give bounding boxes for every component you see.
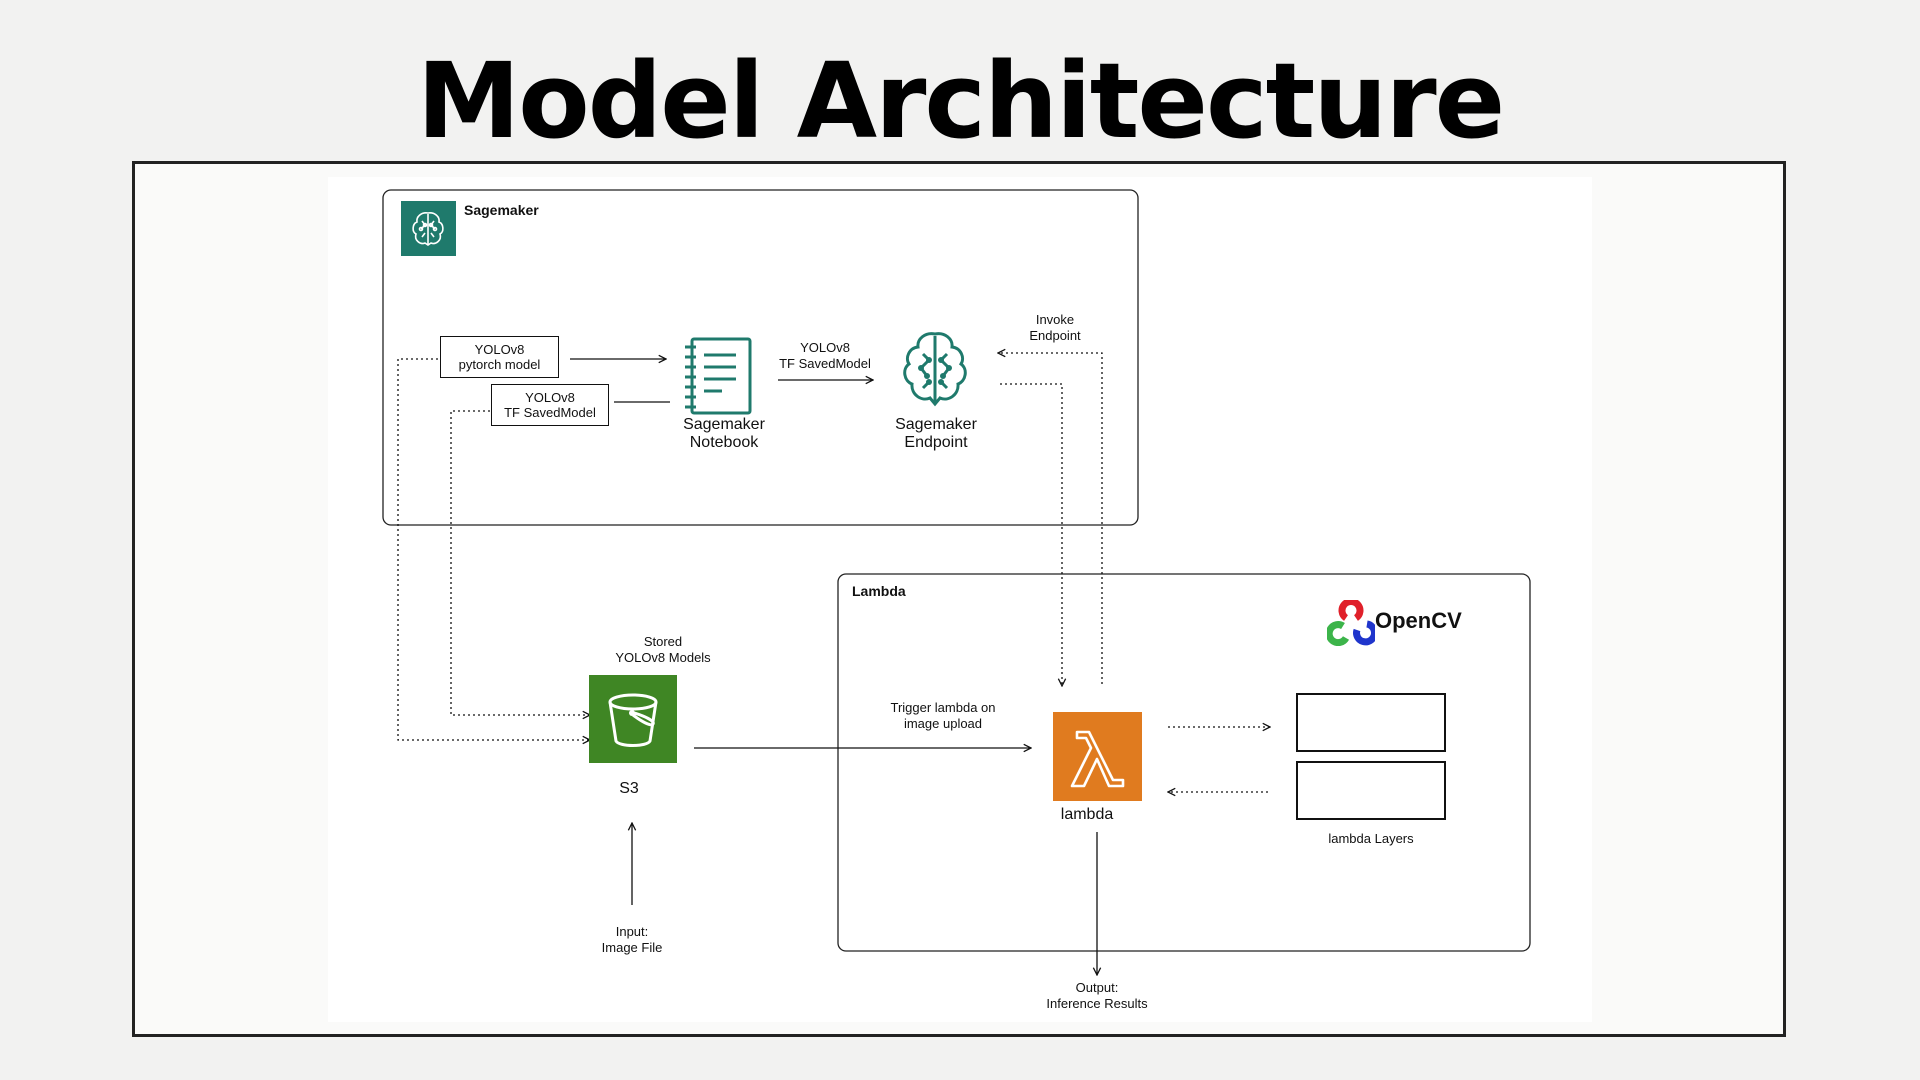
sagemaker-group-title: Sagemaker xyxy=(464,202,539,218)
opencv-label: OpenCV xyxy=(1375,608,1462,633)
lambda-layers-label: lambda Layers xyxy=(1328,831,1414,846)
lambda-icon xyxy=(1053,712,1142,801)
s3-bucket-icon xyxy=(589,675,677,763)
edge-label-invoke-endpoint: Invoke Endpoint xyxy=(1029,312,1081,343)
input-label: Input: Image File xyxy=(601,924,663,955)
model-box-tf-savedmodel: YOLOv8 TF SavedModel xyxy=(491,384,609,426)
sagemaker-brain-icon xyxy=(401,201,456,256)
lambda-group xyxy=(837,573,1531,952)
dotted-tf-to-s3 xyxy=(450,410,590,715)
edge-label-trigger-lambda: Trigger lambda on image upload xyxy=(890,700,996,731)
opencv-logo-icon xyxy=(1327,600,1375,646)
output-label: Output: Inference Results xyxy=(1046,980,1148,1011)
endpoint-brain-icon xyxy=(903,332,967,407)
model-box-pytorch: YOLOv8 pytorch model xyxy=(440,336,559,378)
lambda-label: lambda xyxy=(1060,806,1114,823)
notebook-icon xyxy=(685,337,752,415)
endpoint-label: Sagemaker Endpoint xyxy=(895,416,977,451)
dotted-endpoint-to-lambda xyxy=(1000,383,1062,686)
sagemaker-group xyxy=(382,189,1139,526)
lambda-group-title: Lambda xyxy=(852,583,906,599)
page-title: Model Architecture xyxy=(416,40,1505,162)
notebook-label: Sagemaker Notebook xyxy=(683,416,765,451)
dotted-pytorch-to-s3 xyxy=(397,358,590,740)
lambda-layer-box-1 xyxy=(1296,693,1446,752)
edge-label-stored-models: Stored YOLOv8 Models xyxy=(615,634,711,665)
lambda-layer-box-2 xyxy=(1296,761,1446,820)
edge-label-notebook-to-endpoint: YOLOv8 TF SavedModel xyxy=(779,340,871,371)
s3-label: S3 xyxy=(619,780,639,797)
dotted-lambda-to-endpoint xyxy=(998,353,1103,684)
diagram-canvas xyxy=(328,177,1592,1022)
